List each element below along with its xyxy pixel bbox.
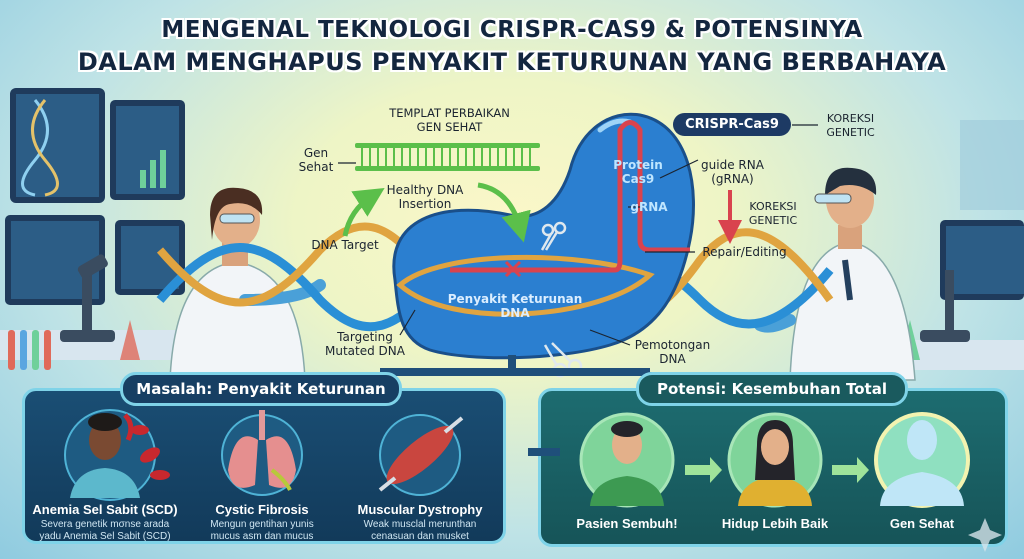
outcome-hidup-lebih-baik: Hidup Lebih Baik (721, 516, 829, 531)
dna-target-label: DNA Target (311, 238, 379, 252)
lungs-icon (221, 410, 303, 496)
mutation-x-icon (504, 260, 522, 278)
flow-connector (376, 355, 654, 388)
arrow-right-icon (685, 457, 722, 483)
disease-desc-scd: Severa genetik mσnse arada yadu Anemia S… (39, 519, 171, 542)
healthy-gene-body-icon (874, 412, 970, 508)
guide-rna-strand (617, 120, 690, 260)
better-life-woman-icon (727, 412, 823, 508)
targeting-mutated-label: Targeting Mutated DNA (325, 330, 405, 358)
title-line-2: DALAM MENGHAPUS PENYAKIT KETURUNAN YANG … (77, 48, 947, 76)
penyakit-dna-label: Penyakit Keturunan DNA (447, 292, 583, 320)
koreksi-genetic-arrow-label: KOREKSI GENETIC (748, 200, 798, 227)
flask-icon (120, 320, 140, 360)
muscle-icon (378, 414, 464, 496)
microscope-icon (60, 254, 115, 342)
green-arrow-up (342, 187, 385, 237)
leader-lines (338, 124, 818, 346)
koreksi-genetic-badge-label: KOREKSI GENETIC (826, 112, 875, 139)
pemotongan-dna-label: Pemotongan DNA (634, 338, 711, 366)
disease-desc-md: Weak musclal merunthan cenasuan dan musk… (363, 519, 477, 542)
template-label: TEMPLAT PERBAIKAN GEN SEHAT (389, 106, 510, 134)
monitor-right (940, 120, 1024, 300)
disease-desc-cf: Mengun gentihan yunis mucus asm dan mucu… (210, 519, 314, 542)
protein-cas9-label: Protein Cas9 (613, 158, 663, 186)
sickle-cell-patient-icon (64, 409, 170, 501)
healthy-template-dna (355, 143, 540, 171)
title-line-1: MENGENAL TEKNOLOGI CRISPR-CAS9 & POTENSI… (161, 17, 863, 43)
sparkle-icon (968, 518, 1002, 552)
guide-rna-label: guide RNA (gRNA) (701, 158, 764, 186)
disease-title-scd: Anemia Sel Sabit (SCD) (32, 502, 178, 517)
outcome-pasien-sembuh: Pasien Sembuh! (576, 516, 678, 531)
microscope-right-icon (920, 270, 970, 342)
potential-panel-title: Potensi: Kesembuhan Total (636, 372, 908, 406)
gen-sehat-label: Gen Sehat (298, 146, 334, 174)
repair-editing-label: Repair/Editing (702, 245, 787, 259)
green-arrow-down (477, 182, 531, 243)
arrow-right-icon-2 (832, 457, 869, 483)
disease-title-cf: Cystic Fibrosis (215, 502, 309, 517)
healthy-insertion-label: Healthy DNA Insertion (386, 183, 464, 211)
scissors-icon (540, 221, 567, 251)
grna-binding (450, 259, 623, 273)
monitor-left (5, 88, 185, 305)
healed-patient-icon (579, 412, 675, 508)
target-dna-strand (396, 254, 655, 317)
grna-label: gRNA (630, 200, 668, 214)
problem-panel-title: Masalah: Penyakit Keturunan (120, 372, 402, 406)
disease-title-md: Muscular Dystrophy (357, 502, 483, 517)
outcome-gen-sehat: Gen Sehat (889, 516, 955, 531)
crispr-cas9-badge: CRISPR-Cas9 (673, 113, 791, 136)
test-tubes-icon (8, 330, 51, 370)
